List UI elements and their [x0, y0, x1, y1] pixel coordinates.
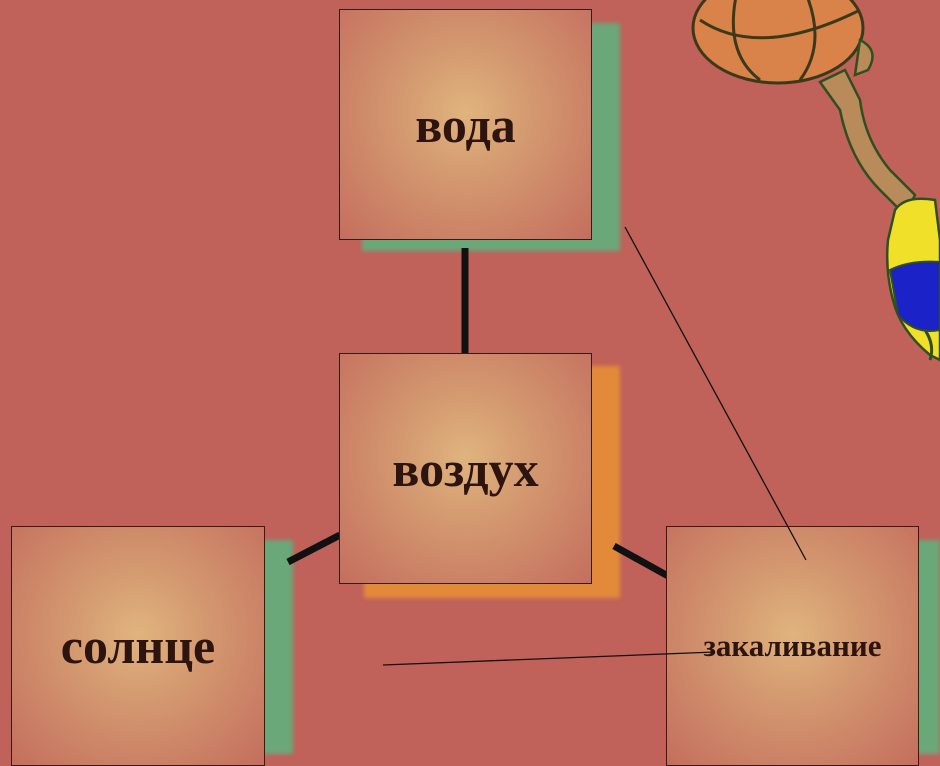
node-vozduh-label: воздух [392, 440, 539, 497]
connector-vozduh-solnce [286, 531, 342, 566]
node-voda-label: вода [415, 96, 516, 153]
node-zakalivanie-label: закаливание [703, 628, 882, 663]
thin-line-horizontal [382, 651, 716, 666]
node-solnce: солнце [11, 526, 265, 766]
node-vozduh: воздух [339, 353, 592, 584]
connector-vozduh-zakalivanie [612, 542, 670, 580]
node-solnce-label: солнце [60, 618, 216, 674]
node-voda: вода [339, 9, 592, 240]
basketball-player-mascot-icon [691, 0, 940, 362]
node-zakalivanie: закаливание [666, 526, 919, 766]
basketball-icon [691, 0, 865, 85]
thin-line-diagonal [624, 226, 807, 561]
